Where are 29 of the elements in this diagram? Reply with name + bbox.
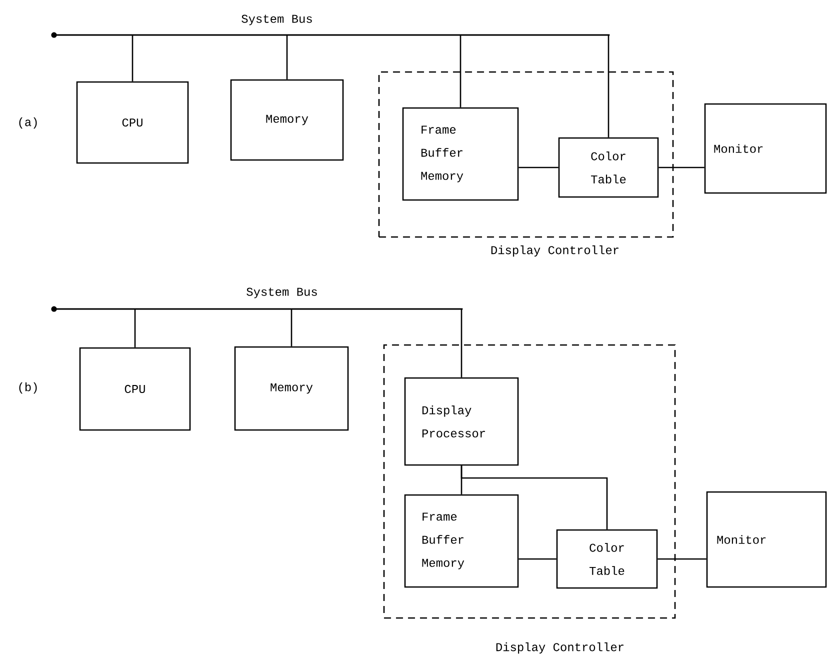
component-box: Color Table bbox=[556, 529, 658, 589]
panel-label: (a) bbox=[19, 117, 37, 129]
component-box: Frame Buffer Memory bbox=[404, 494, 519, 588]
component-box: CPU bbox=[76, 81, 189, 164]
component-box: Memory bbox=[230, 79, 344, 161]
group-label: Display Controller bbox=[496, 642, 624, 654]
connector-line bbox=[518, 166, 558, 168]
connector-line bbox=[134, 309, 136, 348]
component-box: Memory bbox=[234, 346, 349, 431]
connector-line bbox=[608, 35, 610, 138]
bus-label: System Bus bbox=[246, 288, 317, 298]
connector-line bbox=[460, 466, 608, 530]
component-box: CPU bbox=[79, 347, 191, 431]
connector-line bbox=[460, 309, 462, 378]
connector-line bbox=[290, 309, 292, 346]
component-box: Frame Buffer Memory bbox=[402, 107, 519, 201]
component-box: Color Table bbox=[558, 137, 659, 198]
connector-line bbox=[518, 558, 556, 560]
component-box: Monitor bbox=[706, 491, 827, 588]
component-box: Monitor bbox=[704, 103, 827, 194]
connector-line bbox=[132, 35, 134, 82]
connector-line bbox=[658, 558, 706, 560]
group-label: Display Controller bbox=[491, 245, 618, 257]
connector-line bbox=[658, 166, 704, 168]
bus-label: System Bus bbox=[242, 14, 312, 26]
panel-label: (b) bbox=[19, 382, 37, 394]
connector-line bbox=[460, 35, 462, 108]
component-box: Display Processor bbox=[404, 377, 519, 466]
connector-line bbox=[286, 35, 288, 80]
